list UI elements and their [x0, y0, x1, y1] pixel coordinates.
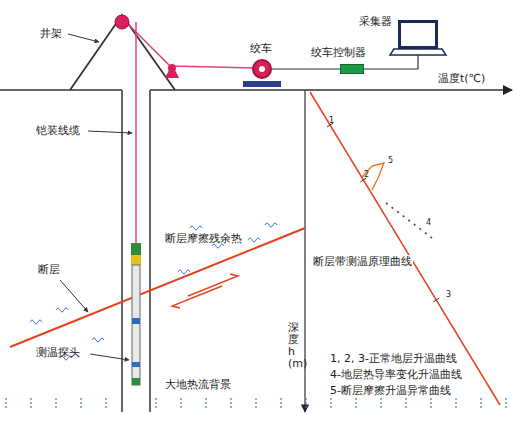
probe-body [132, 265, 140, 385]
callout-number: 1 [329, 116, 334, 126]
heat-flow-mark [355, 398, 356, 410]
callout-number: 2 [364, 170, 369, 180]
curve-title: 断层带测温原理曲线 [312, 255, 413, 268]
temperature-curve [310, 92, 500, 405]
heat-flow-mark [230, 398, 231, 410]
guide-pulley [165, 64, 179, 78]
heat-flow-mark [430, 398, 431, 410]
heat-flow-mark [5, 398, 6, 410]
derrick [70, 15, 175, 90]
temperature-axis [150, 89, 512, 91]
heat-flow-mark [80, 398, 81, 410]
heat-flow-mark [155, 398, 156, 410]
heat-flow-marks [6, 223, 506, 410]
winch-controller: 绞车控制器 [340, 64, 364, 74]
winch-base [243, 81, 281, 87]
curve-ticks [327, 123, 439, 302]
leader-line [90, 354, 129, 360]
heat-flow-label: 大地热流背景 [165, 378, 231, 391]
residual-heat-mark [178, 270, 190, 274]
armored-cable [135, 22, 137, 245]
cable-label: 铠装线缆 [36, 124, 80, 137]
heat-flow-mark [180, 398, 181, 410]
borehole-wall [149, 90, 151, 412]
residual-heat-mark [56, 308, 68, 312]
heat-flow-mark [305, 398, 306, 410]
probe-head [131, 243, 141, 255]
heat-flow-mark [455, 398, 456, 410]
leader-line [68, 34, 99, 42]
callout-number: 4 [426, 218, 431, 228]
laptop-base [390, 49, 446, 55]
armored-cable [128, 24, 255, 68]
residual-heat-mark [248, 238, 260, 242]
heat-flow-mark [105, 398, 106, 410]
depth-axis-label: 深度h(m) [288, 322, 299, 370]
node-label: 采集器 [359, 15, 392, 28]
heat-flow-mark [380, 398, 381, 410]
heat-flow-mark [405, 398, 406, 410]
derrick-label: 井架 [40, 27, 62, 40]
residual-heat-mark [265, 223, 277, 227]
heat-flow-mark [55, 398, 56, 410]
leader-line [60, 280, 88, 312]
guide-pulley [168, 64, 176, 72]
residual-heat-mark [190, 226, 202, 230]
crown-pulley [115, 15, 129, 29]
winch-drum: 绞车 [252, 59, 272, 79]
residual-heat-mark [30, 320, 42, 324]
depth-axis [304, 90, 305, 412]
probe-tip [132, 378, 140, 385]
borehole-wall [121, 90, 123, 412]
probe-band [132, 318, 140, 324]
callout-number: 5 [388, 156, 393, 166]
legend-note: 1, 2, 3-正常地层升温曲线 [330, 352, 457, 365]
legend-note: 5-断层摩擦升温异常曲线 [330, 384, 451, 397]
legend-note: 4-地层热导率变化升温曲线 [330, 368, 462, 381]
fault-label: 断层 [38, 263, 60, 276]
collector-laptop: 采集器 [398, 20, 438, 49]
ground-line [0, 89, 122, 91]
fault-line [10, 228, 305, 347]
probe-label: 测温探头 [36, 346, 80, 359]
temperature-axis-label: 温度t(℃) [438, 72, 485, 85]
fault-slip-arrow [188, 274, 238, 296]
callout-number: 3 [446, 290, 451, 300]
probe-head [131, 255, 141, 265]
leader-line [88, 131, 132, 133]
connector-wire [272, 68, 340, 69]
conductivity-curve [386, 203, 432, 238]
heat-flow-mark [30, 398, 31, 410]
probe-band [132, 362, 140, 367]
connector-wire [364, 55, 418, 69]
winch-hub [259, 66, 265, 72]
heat-flow-mark [480, 398, 481, 410]
heat-flow-mark [280, 398, 281, 410]
residual-heat-mark [92, 338, 104, 342]
heat-flow-mark [505, 398, 506, 410]
fault-slip-arrow [172, 286, 222, 308]
residual-heat-label: 断层摩擦残余热 [165, 232, 242, 245]
heat-flow-mark [255, 398, 256, 410]
heat-flow-mark [330, 398, 331, 410]
heat-flow-mark [205, 398, 206, 410]
node-label: 绞车 [250, 42, 272, 55]
anomaly-curve [362, 163, 384, 190]
node-label: 绞车控制器 [311, 46, 366, 59]
